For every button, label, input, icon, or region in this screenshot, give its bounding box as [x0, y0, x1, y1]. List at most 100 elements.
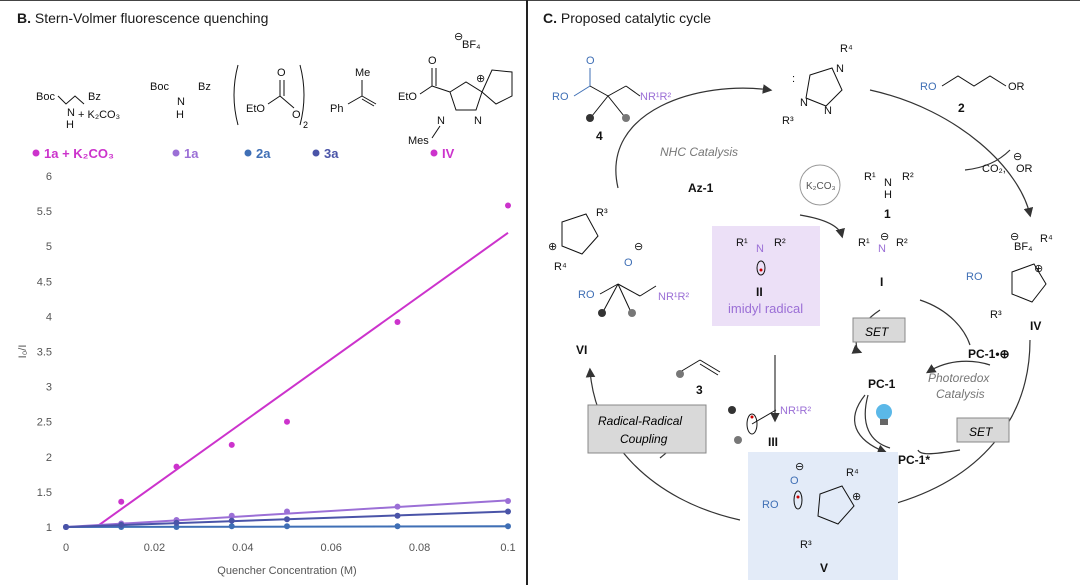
- a1-n: N: [884, 177, 892, 189]
- panel-b-title-text: Stern-Volmer fluorescence quenching: [34, 10, 269, 26]
- r2-or: OR: [1008, 81, 1025, 93]
- iii-nr1r2: NR¹R²: [780, 405, 811, 417]
- s2-n: N: [177, 96, 185, 108]
- x-tick-label: 0.08: [409, 542, 430, 554]
- radical-ii: R¹ N R² II imidyl radical: [728, 237, 803, 316]
- panel-b-letter: B.: [17, 10, 31, 26]
- catalysis-label: Catalysis: [936, 387, 985, 401]
- azolium-iv: ⊖ BF₄ R⁴ ⊕ RO R³ IV: [966, 231, 1053, 333]
- s5-minus: ⊖: [454, 31, 463, 43]
- legend-marker-3: [312, 149, 320, 157]
- legend-marker-1: [172, 149, 180, 157]
- x-tick-label: 0.06: [320, 542, 341, 554]
- nhc-catalysis-label: NHC Catalysis: [660, 145, 738, 159]
- y-tick-label: 4: [46, 311, 52, 323]
- co2-text: CO₂,: [982, 163, 1006, 175]
- s4-me: Me: [355, 67, 370, 79]
- alkene-3: 3: [676, 359, 721, 397]
- x-tick-label: 0: [63, 542, 69, 554]
- y-tick-label: 5: [46, 241, 52, 253]
- fit-line-series-0: [98, 232, 509, 526]
- s5-o: O: [428, 55, 437, 67]
- y-tick-label: 5.5: [37, 206, 52, 218]
- label-i: I: [880, 275, 883, 289]
- ai-minus: ⊖: [880, 231, 889, 243]
- label-iv: IV: [1030, 319, 1041, 333]
- y-tick-label: 1: [46, 522, 52, 534]
- data-point-series-0: [284, 418, 290, 425]
- ai-n: N: [878, 243, 886, 255]
- panel-divider: [526, 0, 528, 585]
- light-bulb-icon: [876, 404, 892, 425]
- nhc-r3: R³: [782, 115, 794, 127]
- vi-plus: ⊕: [548, 241, 557, 253]
- data-point-series-2: [505, 523, 511, 530]
- data-point-series-2: [173, 524, 180, 530]
- data-point-series-3: [394, 512, 401, 519]
- data-point-series-3: [63, 524, 69, 530]
- v-o: O: [790, 475, 799, 487]
- s5-mes: Mes: [408, 135, 429, 147]
- nhc-n4: N: [836, 63, 844, 75]
- y-tick-label: 4.5: [37, 276, 52, 288]
- s2-h: H: [176, 109, 184, 121]
- iv-minus: ⊖: [1010, 231, 1019, 243]
- legend-label-3: 3a: [324, 146, 339, 161]
- radical-coupling-box: [587, 404, 707, 454]
- iv-bf4: BF₄: [1014, 241, 1033, 253]
- label-1: 1: [884, 207, 891, 221]
- rii-n: N: [756, 243, 764, 255]
- k2co3-label: K₂CO₃: [806, 181, 836, 192]
- s5-bf4: BF₄: [462, 39, 481, 51]
- nhc-catalyst: : N R⁴ N N R³: [782, 43, 853, 127]
- vi-ro: RO: [578, 289, 595, 301]
- label-2: 2: [958, 101, 965, 115]
- a1-r2: R²: [902, 171, 914, 183]
- amine-1: R¹ N R² H 1: [864, 171, 914, 221]
- iv-r3: R³: [990, 309, 1002, 321]
- reagent-2: RO OR 2: [920, 75, 1025, 115]
- set-label-1: SET: [865, 325, 890, 339]
- product-4: RO O NR¹R² 4: [552, 55, 671, 143]
- legend-label-1: 1a: [184, 146, 199, 161]
- nhc-n2: N: [824, 105, 832, 117]
- data-point-series-3: [118, 521, 125, 528]
- legend-marker-0: [32, 149, 40, 157]
- data-point-series-2: [228, 523, 235, 530]
- data-point-series-0: [394, 319, 401, 326]
- label-vi: VI: [576, 343, 587, 357]
- structure-1a: Boc N H Bz: [150, 81, 211, 121]
- data-point-series-3: [228, 517, 235, 524]
- pc1-radical-cation-label: PC-1•⊕: [968, 347, 1010, 361]
- vi-o: O: [624, 257, 633, 269]
- s5-n1: N: [437, 115, 445, 127]
- legend-label-0: 1a + K₂CO₃: [44, 146, 114, 161]
- p4-o: O: [586, 55, 595, 67]
- s2-boc: Boc: [150, 81, 169, 93]
- structure-3a: Ph Me: [330, 67, 377, 115]
- ai-r2: R²: [896, 237, 908, 249]
- iv-plus: ⊕: [1034, 263, 1043, 275]
- structure-iv: EtO O ⊕ ⊖ BF₄ N N Mes: [398, 31, 513, 147]
- x-tick-label: 0.02: [144, 542, 165, 554]
- s4-ph: Ph: [330, 103, 343, 115]
- y-tick-label: 3: [46, 382, 52, 394]
- v-r3: R³: [800, 539, 812, 551]
- ai-r1: R¹: [858, 237, 870, 249]
- top-border: [0, 0, 1080, 1]
- s1-bz: Bz: [88, 91, 101, 103]
- label-iii: III: [768, 435, 778, 449]
- cycle-arrows: [585, 84, 1034, 521]
- data-point-series-2: [284, 523, 290, 530]
- structure-1a-k2co3: Boc N H Bz + K₂CO₃: [36, 91, 120, 131]
- data-point-series-3: [284, 516, 290, 523]
- data-point-series-0: [118, 498, 125, 505]
- s5-plus: ⊕: [476, 73, 485, 85]
- s3-eto: EtO: [246, 103, 265, 115]
- panel-c-title: C. Proposed catalytic cycle: [543, 10, 711, 26]
- y-tick-label: 2.5: [37, 417, 52, 429]
- stern-volmer-figure: Boc N H Bz + K₂CO₃ Boc N H Bz EtO O O 2 …: [17, 31, 516, 577]
- s2-bz: Bz: [198, 81, 211, 93]
- data-point-series-1: [505, 498, 511, 505]
